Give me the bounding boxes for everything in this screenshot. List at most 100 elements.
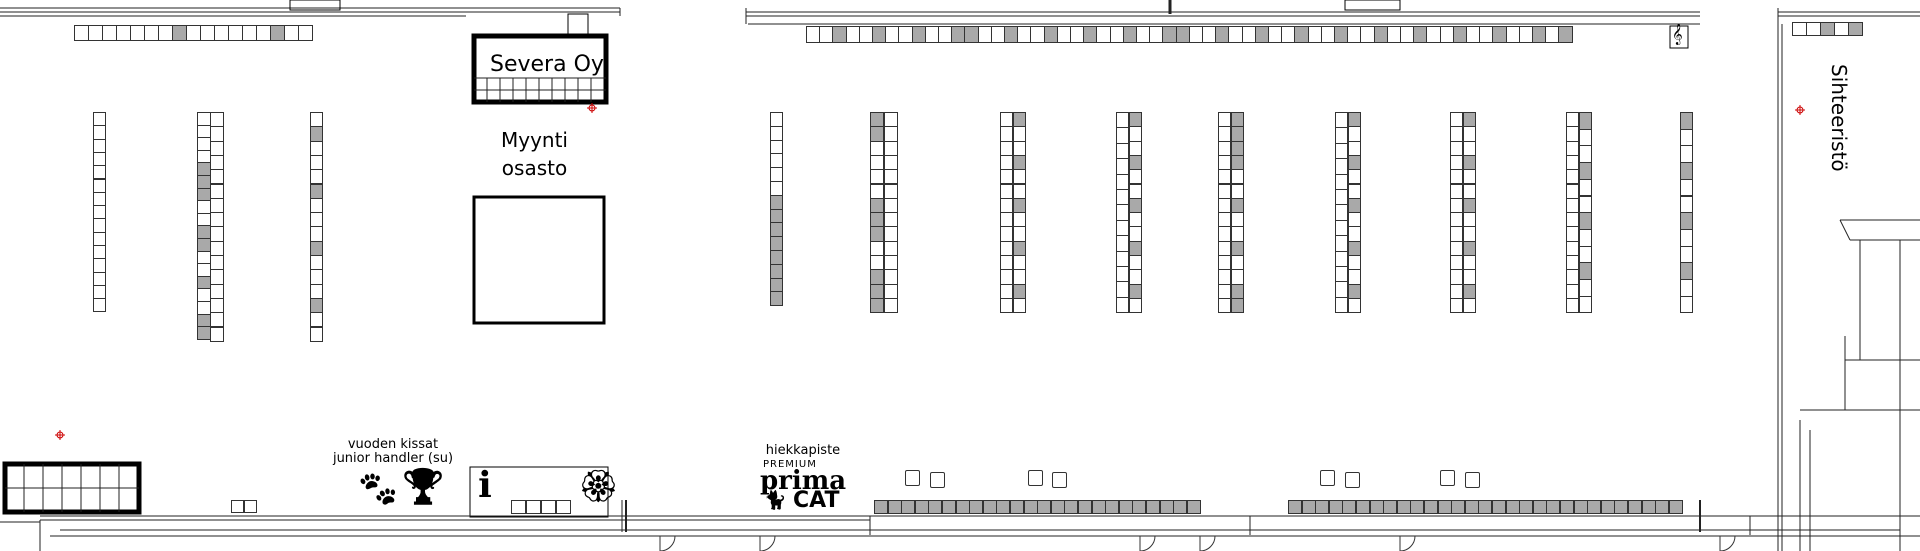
pen-cell <box>1116 204 1129 221</box>
top-right-strip-cell <box>1806 22 1821 36</box>
top-right-strip-cell <box>1848 22 1863 36</box>
top-main-strip-cell <box>1347 26 1362 43</box>
top-main-strip-cell <box>911 26 926 43</box>
pen-cell <box>770 125 783 141</box>
pen-cell <box>1218 269 1231 285</box>
pen-cell <box>1116 250 1129 267</box>
pen-cell <box>1463 212 1476 228</box>
pen-cell <box>1231 240 1244 256</box>
pen-cell <box>1218 140 1231 156</box>
pen-cell <box>770 153 783 169</box>
top-main-strip-cell <box>1109 26 1124 43</box>
pen-cell <box>1013 112 1026 128</box>
pen-cell <box>1000 112 1013 128</box>
top-main-strip-cell <box>1334 26 1349 43</box>
top-main-strip-cell <box>806 26 821 43</box>
pen-cell <box>1013 269 1026 285</box>
top-main-strip-cell <box>1505 26 1520 43</box>
bottom-gray-cell <box>1641 500 1656 514</box>
bottom-gray-cell <box>1301 500 1316 514</box>
pen-cell <box>1129 154 1142 171</box>
pen-cell <box>1566 212 1579 228</box>
pen-cell <box>1463 140 1476 156</box>
pen-cell <box>1463 226 1476 242</box>
top-left-strip-cell <box>88 25 103 41</box>
top-left-strip-cell <box>284 25 299 41</box>
pen-cell <box>1000 226 1013 242</box>
pen-cell <box>93 218 106 233</box>
pen-cell <box>1579 262 1592 280</box>
pen-cell <box>884 212 898 228</box>
pen-cell <box>1348 126 1361 142</box>
pen-cell <box>1335 158 1348 175</box>
pen-cell <box>1450 226 1463 242</box>
pen-cell <box>210 297 224 314</box>
bottom-gray-cell <box>1478 500 1493 514</box>
pen-cell <box>1463 255 1476 271</box>
bottom-gray-cell <box>1010 500 1024 514</box>
paw-icon: 🐾 <box>358 469 398 507</box>
pen-cell <box>197 124 211 139</box>
pen-cell <box>1680 162 1693 180</box>
pen-cell <box>1566 154 1579 171</box>
top-right-strip-cell <box>1834 22 1849 36</box>
top-main-strip-cell <box>872 26 887 43</box>
bottom-gray-cell <box>914 500 929 514</box>
pen-cell <box>770 291 783 307</box>
pen-cell <box>870 154 884 171</box>
hiekkapiste-label: hiekkapiste <box>765 443 841 458</box>
pen-cell <box>210 326 224 342</box>
pen-cell <box>210 126 224 142</box>
top-main-strip-cell <box>1043 26 1058 43</box>
pen-cell <box>197 313 211 328</box>
pen-cell <box>1000 297 1013 314</box>
pen-cell <box>1231 169 1244 185</box>
pen-cell <box>1450 297 1463 314</box>
wall-line <box>1839 219 1851 241</box>
pen-cell <box>1013 240 1026 256</box>
bottom-gray-cell <box>1078 500 1092 514</box>
bottom-gray-cell <box>1159 500 1174 514</box>
pen-cell <box>884 126 898 142</box>
pen-cell <box>1335 250 1348 267</box>
pen-cell <box>1566 240 1579 256</box>
top-left-strip-cell <box>116 25 131 41</box>
pen-cell <box>1335 281 1348 298</box>
pen-cell <box>93 125 106 140</box>
pen-cell <box>1000 212 1013 228</box>
pen-cell <box>93 205 106 220</box>
pen-cell <box>1013 154 1026 171</box>
pen-cell <box>1348 283 1361 299</box>
pen-cell <box>1450 126 1463 142</box>
pen-cell <box>1566 183 1579 199</box>
top-main-strip-cell <box>845 26 860 43</box>
pen-cell <box>1129 126 1142 142</box>
pen-cell <box>1000 140 1013 156</box>
bottom-gray-cell <box>1519 500 1534 514</box>
top-main-strip-cell <box>1373 26 1388 43</box>
pen-cell <box>1335 219 1348 237</box>
pen-cell <box>1348 255 1361 271</box>
pen-cell <box>1218 126 1231 142</box>
bottom-gray-cell <box>1451 500 1466 514</box>
pen-cell <box>1566 197 1579 214</box>
pen-cell <box>1116 219 1129 237</box>
pen-cell <box>210 269 224 285</box>
clef-icon: 𝄞 <box>1672 24 1683 45</box>
pen-cell <box>197 275 211 290</box>
pen-cell <box>1116 266 1129 283</box>
top-left-strip-cell <box>130 25 145 41</box>
pen-cell <box>1013 169 1026 185</box>
pen-cell <box>310 283 323 299</box>
top-main-strip-cell <box>1004 26 1019 43</box>
pen-cell <box>1463 126 1476 142</box>
door-arc <box>1399 535 1416 551</box>
pen-cell <box>1013 212 1026 228</box>
top-main-strip-cell <box>1136 26 1151 43</box>
top-left-strip-cell <box>214 25 229 41</box>
pen-cell <box>1680 279 1693 297</box>
pen-cell <box>884 283 898 299</box>
pen-cell <box>1450 269 1463 285</box>
pen-cell <box>1463 112 1476 128</box>
bottom-gray-cell <box>1315 500 1330 514</box>
